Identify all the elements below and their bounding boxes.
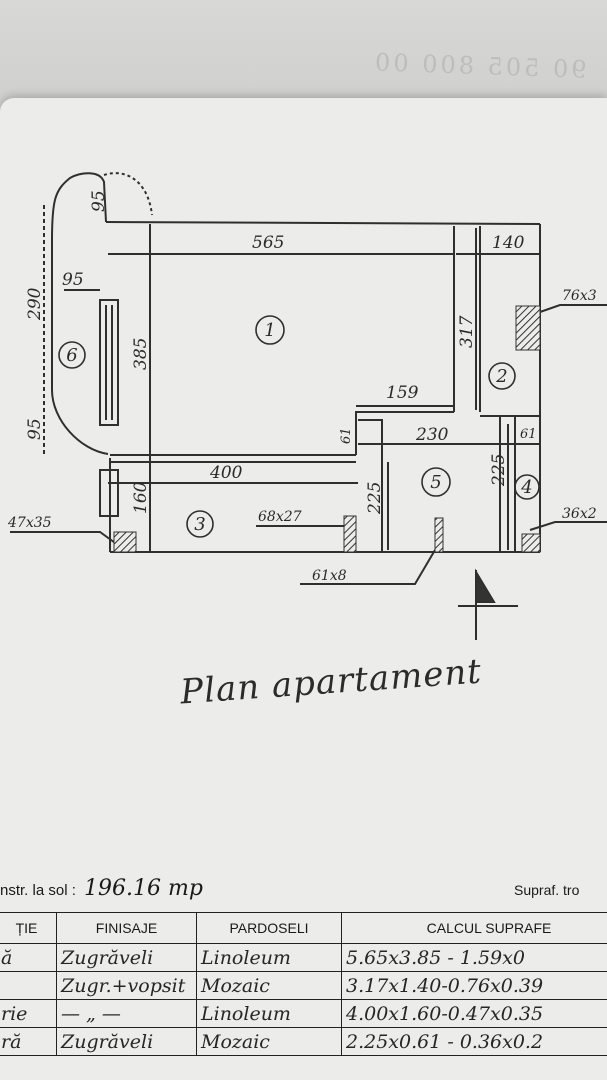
dim-61-b: 61 (520, 427, 537, 442)
dim-225-a: 225 (365, 482, 385, 515)
surface-label: Supraf. tro (514, 882, 580, 898)
column-label-61x8: 61x8 (312, 568, 347, 584)
column-label-68x27: 68x27 (258, 509, 302, 525)
dim-95-mid: 95 (62, 270, 84, 290)
header-cell: FINISAJE (56, 912, 197, 944)
table-cell: ă (0, 943, 57, 972)
header-cell: PARDOSELI (196, 912, 342, 944)
room-1-circle (255, 315, 285, 345)
room-4-circle (514, 474, 540, 500)
room-5-label: 5 (430, 472, 441, 493)
table-header-row: ȚIE FINISAJE PARDOSELI CALCUL SUPRAFE (0, 912, 607, 944)
table-row: Zugr.+vopsit Mozaic 3.17x1.40-0.76x0.39 (0, 971, 607, 1000)
area-line: nstr. la sol : 196.16 mp (0, 876, 203, 901)
dim-565: 565 (252, 233, 284, 253)
room-1-label: 1 (264, 320, 275, 341)
window-left (99, 469, 119, 517)
room-3-label: 3 (194, 514, 205, 535)
photo-background: 90 505 800 00 (0, 0, 607, 110)
table-cell: 3.17x1.40-0.76x0.39 (341, 971, 607, 1000)
dim-140: 140 (492, 233, 525, 253)
table-cell: rie (0, 999, 57, 1028)
dim-160: 160 (131, 481, 151, 514)
column-61x8 (434, 517, 444, 553)
table-cell: Linoleum (196, 943, 342, 972)
finishes-table: ȚIE FINISAJE PARDOSELI CALCUL SUPRAFE ă … (0, 912, 607, 1056)
room-3-circle (186, 510, 214, 538)
wall-top (105, 221, 541, 225)
table-cell: 5.65x3.85 - 1.59x0 (341, 943, 607, 972)
balcony-radiator (99, 299, 119, 426)
table-cell: — „ — (56, 999, 197, 1028)
column-47x35 (113, 531, 137, 553)
table-cell: 4.00x1.60-0.47x0.35 (341, 999, 607, 1028)
dim-61-a: 61 (339, 427, 354, 444)
column-68x27 (343, 515, 357, 553)
table-cell: Zugrăveli (56, 943, 197, 972)
table-cell (0, 971, 57, 1000)
balcony-outline (51, 172, 109, 455)
table-cell: Linoleum (196, 999, 342, 1028)
dim-159: 159 (386, 383, 419, 403)
wall-step (355, 411, 454, 455)
column-76x3 (515, 305, 541, 351)
wall-door (358, 419, 383, 552)
column-36x2 (521, 533, 541, 553)
column-label-47x35: 47x35 (7, 515, 52, 531)
table-cell: ră (0, 1027, 57, 1056)
table-cell: Mozaic (196, 971, 342, 1000)
floor-plan: 565 140 95 95 290 385 95 317 159 61 230 … (7, 172, 607, 640)
table-row: rie — „ — Linoleum 4.00x1.60-0.47x0.35 (0, 999, 607, 1028)
leader-36x2 (529, 521, 607, 531)
header-cell: ȚIE (0, 912, 57, 944)
room-6-label: 6 (66, 345, 77, 366)
header-cell: CALCUL SUPRAFE (341, 912, 607, 944)
dim-95-top: 95 (89, 190, 109, 212)
dim-317: 317 (457, 315, 477, 348)
column-label-36x2: 36x2 (562, 506, 597, 522)
column-label-76x3: 76x3 (562, 288, 597, 304)
room-6-circle (58, 341, 86, 369)
dim-225-b: 225 (489, 454, 509, 487)
north-arrow (458, 570, 518, 640)
leader-47x35 (10, 531, 119, 546)
area-value: 196.16 mp (84, 876, 203, 901)
table-cell: Zugrăveli (56, 1027, 197, 1056)
dim-290: 290 (25, 287, 45, 321)
room-2-label: 2 (495, 366, 507, 387)
balcony-arc (103, 172, 153, 216)
table-cell: Zugr.+vopsit (56, 971, 197, 1000)
table-cell: 2.25x0.61 - 0.36x0.2 (341, 1027, 607, 1056)
area-label: nstr. la sol : (0, 882, 76, 899)
leader-76x3 (539, 304, 607, 313)
dim-95-low: 95 (25, 418, 45, 440)
dim-385: 385 (131, 338, 151, 370)
table-row: ă Zugrăveli Linoleum 5.65x3.85 - 1.59x0 (0, 943, 607, 972)
table-cell: Mozaic (196, 1027, 342, 1056)
room-4-label: 4 (520, 477, 532, 498)
dim-400: 400 (209, 463, 243, 483)
room-2-circle (488, 362, 516, 390)
leader-61x8 (300, 549, 436, 585)
table-row: ră Zugrăveli Mozaic 2.25x0.61 - 0.36x0.2 (0, 1027, 607, 1056)
dim-230: 230 (415, 425, 449, 445)
room-5-circle (421, 467, 451, 497)
